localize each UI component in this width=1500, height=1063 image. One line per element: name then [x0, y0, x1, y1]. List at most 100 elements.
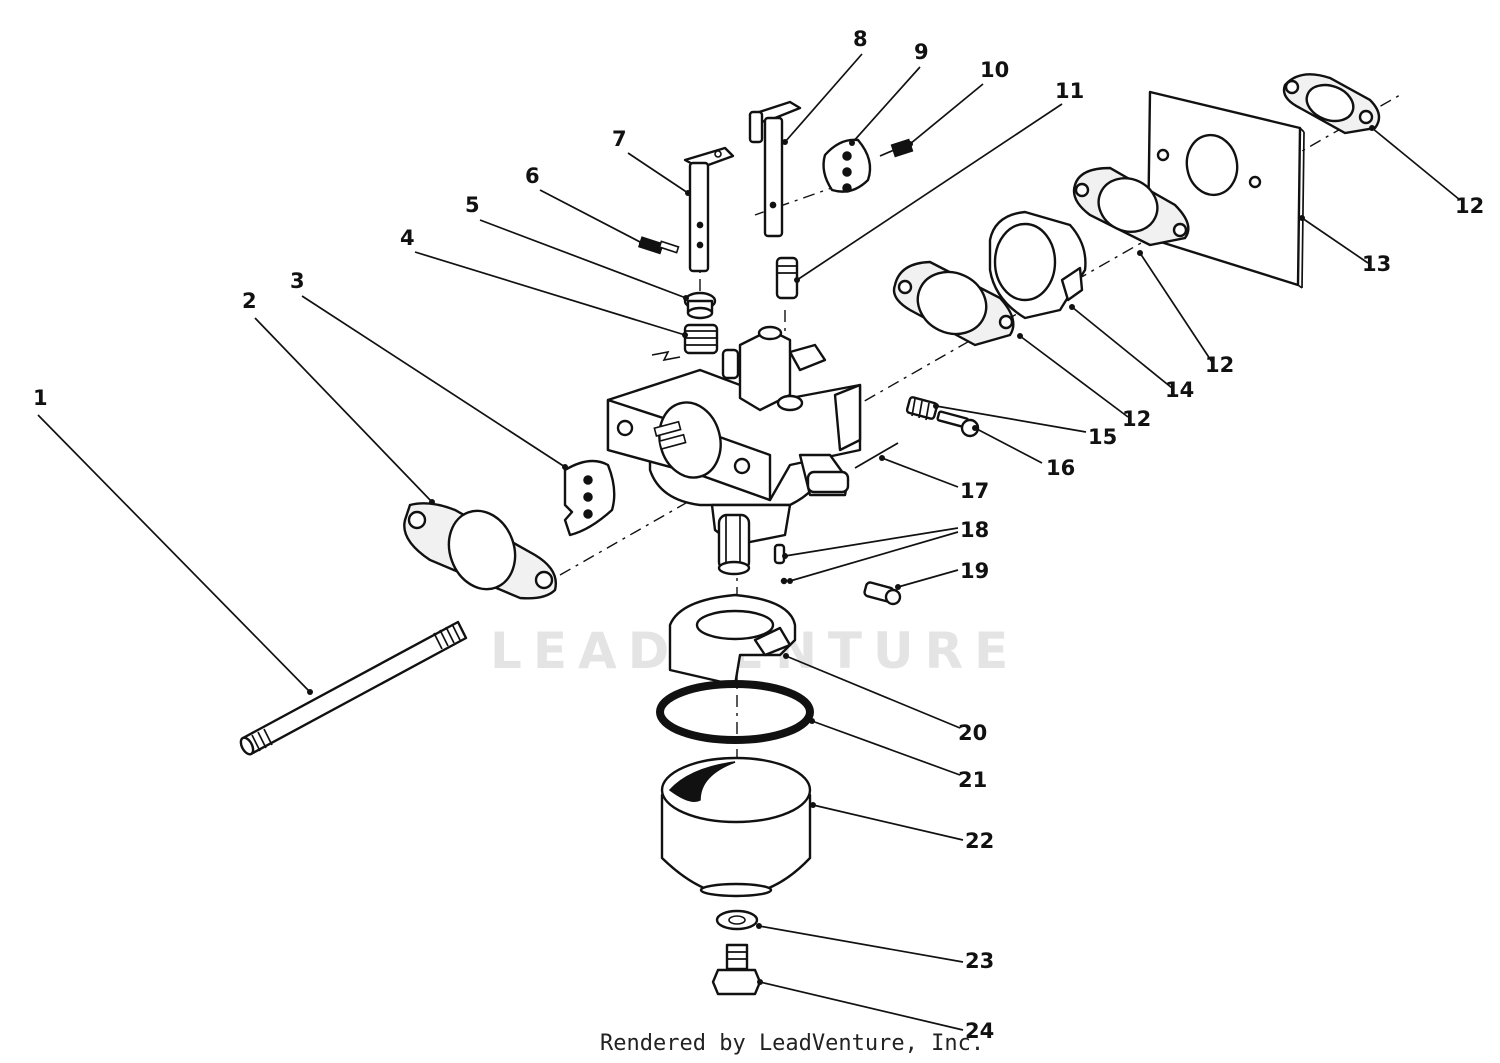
part-15-spring — [905, 396, 939, 421]
part-8-choke-shaft — [748, 100, 802, 238]
leader-line-c5 — [479, 219, 687, 299]
callout-c8: 8 — [853, 27, 868, 51]
leader-dot-c22 — [810, 802, 816, 808]
part-4-spring — [683, 323, 719, 355]
part-24-nut — [711, 943, 762, 996]
part-21-o-ring — [656, 680, 814, 744]
part-14-adapter — [988, 210, 1087, 320]
part-13-plate — [1146, 90, 1305, 289]
leader-dot-c23 — [756, 923, 762, 929]
leader-dot-c5 — [683, 295, 689, 301]
part-18-pins — [773, 543, 788, 585]
leader-line-c6 — [539, 189, 643, 244]
callout-c18: 18 — [960, 518, 989, 542]
leader-line-c12c — [1019, 335, 1129, 418]
callout-c13: 13 — [1362, 252, 1391, 276]
leader-line-c9 — [851, 66, 921, 144]
leader-line-c24 — [759, 981, 964, 1031]
callout-labels: 1234567891011121312141215161718192021222… — [33, 27, 1484, 1043]
leader-dot-c21 — [809, 718, 815, 724]
callout-c21: 21 — [958, 768, 987, 792]
leader-line-c12b — [1139, 252, 1213, 363]
callout-c7: 7 — [612, 127, 627, 151]
callout-c17: 17 — [960, 479, 989, 503]
leader-line-c18-1 — [789, 531, 959, 582]
callout-c12c: 12 — [1122, 407, 1151, 431]
callout-c16: 16 — [1046, 456, 1075, 480]
leader-line-c12a — [1371, 127, 1461, 201]
leader-dot-c18-1 — [787, 578, 793, 584]
stud-thread-right — [433, 623, 461, 650]
leader-dot-c6 — [639, 240, 645, 246]
callout-c9: 9 — [914, 40, 929, 64]
leader-dot-c12c — [1017, 333, 1023, 339]
callout-c11: 11 — [1055, 79, 1084, 103]
leader-line-c8 — [784, 53, 863, 143]
callout-c20: 20 — [958, 721, 987, 745]
leader-line-c13 — [1301, 217, 1369, 264]
leader-dot-c15 — [933, 403, 939, 409]
leader-line-c2 — [254, 317, 433, 503]
leader-line-c15 — [935, 405, 1087, 433]
leader-dot-c12b — [1137, 250, 1143, 256]
leader-line-c7 — [627, 152, 689, 194]
leader-line-c3 — [301, 295, 566, 468]
stud-thread-left — [251, 728, 273, 752]
part-10-screw — [879, 138, 914, 158]
leader-dot-c10 — [907, 141, 913, 147]
leader-dot-c24 — [757, 979, 763, 985]
callout-c15: 15 — [1088, 425, 1117, 449]
leader-line-c10 — [909, 83, 984, 145]
leader-dot-c13 — [1299, 215, 1305, 221]
leader-line-c19 — [897, 569, 959, 588]
callout-c1: 1 — [33, 386, 48, 410]
leader-line-c16 — [974, 427, 1043, 464]
part-17-spring-pin — [854, 442, 899, 469]
part-12-gasket-middle — [1072, 166, 1190, 247]
callout-c6: 6 — [525, 164, 540, 188]
leader-line-c1 — [37, 414, 311, 693]
part-1-stud — [239, 620, 468, 756]
leader-lines — [37, 53, 1461, 1031]
leader-dot-c3 — [562, 464, 568, 470]
part-5-seal — [683, 291, 717, 320]
callout-c19: 19 — [960, 559, 989, 583]
callout-c5: 5 — [465, 193, 480, 217]
leader-line-c18 — [784, 527, 959, 557]
leader-line-c11 — [796, 103, 1063, 281]
callout-c3: 3 — [290, 269, 305, 293]
part-7-throttle-shaft — [683, 146, 735, 273]
leader-dot-c11 — [794, 277, 800, 283]
part-20-float — [668, 593, 797, 687]
leader-line-c20 — [785, 655, 961, 729]
credit-text: Rendered by LeadVenture, Inc. — [600, 1031, 984, 1056]
part-9-choke-plate — [822, 138, 872, 193]
callout-c14: 14 — [1165, 378, 1194, 402]
part-12-gasket-bottom — [892, 260, 1015, 347]
part-3-throttle-plate — [563, 459, 616, 537]
callout-c23: 23 — [965, 949, 994, 973]
leader-dot-c12a — [1369, 125, 1375, 131]
leader-dot-c9 — [849, 140, 855, 146]
part-19-screw — [863, 581, 902, 606]
leader-line-c22 — [812, 804, 964, 841]
leader-line-c4 — [414, 251, 686, 336]
callout-c4: 4 — [400, 226, 415, 250]
leader-line-c14 — [1071, 306, 1173, 389]
callout-c12b: 12 — [1205, 353, 1234, 377]
callout-c12a: 12 — [1455, 194, 1484, 218]
part-16-screw — [936, 410, 980, 438]
leader-line-c21 — [811, 720, 961, 776]
part-22-float-bowl — [660, 756, 812, 898]
leader-dot-c18 — [782, 553, 788, 559]
part-11-valve — [775, 256, 799, 300]
leader-dot-c8 — [782, 139, 788, 145]
leader-dot-c1 — [307, 689, 313, 695]
carburetor-body — [606, 325, 862, 576]
leader-dot-c2 — [429, 499, 435, 505]
leader-dot-c7 — [685, 190, 691, 196]
leader-line-c23 — [758, 925, 964, 963]
part-23-washer — [715, 909, 759, 931]
